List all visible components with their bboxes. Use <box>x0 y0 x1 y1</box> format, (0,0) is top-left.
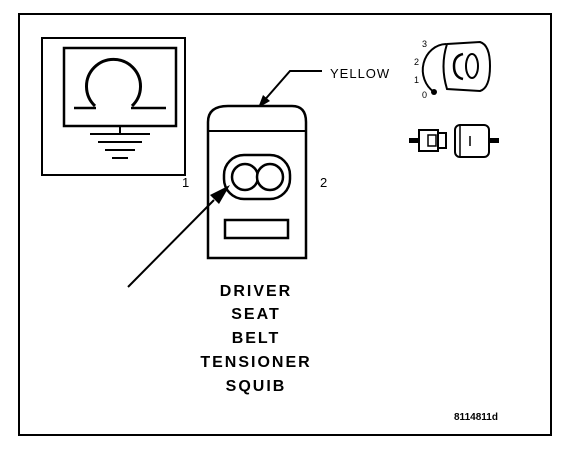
connector-icon <box>409 124 499 158</box>
pin-2-label: 2 <box>320 175 327 190</box>
resistance-meter-icon <box>41 37 186 176</box>
label-line-squib: SQUIB <box>226 378 287 395</box>
yellow-wire-callout: YELLOW <box>258 66 390 108</box>
key-position-3: 3 <box>422 39 427 49</box>
key-position-1: 1 <box>414 75 419 85</box>
label-line-driver: DRIVER <box>220 283 292 300</box>
label-line-tensioner: TENSIONER <box>200 354 311 371</box>
figure-id: 8114811d <box>454 412 498 423</box>
label-line-belt: BELT <box>232 330 281 347</box>
squib-connector-icon <box>206 104 308 260</box>
component-label: DRIVER SEAT BELT TENSIONER SQUIB <box>200 283 311 395</box>
wire-color-label: YELLOW <box>330 66 390 81</box>
label-line-seat: SEAT <box>231 306 280 323</box>
pin-pointer-arrow <box>127 185 230 288</box>
ignition-key-icon: 3 2 1 0 <box>414 39 492 100</box>
key-position-2: 2 <box>414 57 419 67</box>
pin-1-label: 1 <box>182 175 189 190</box>
key-position-0: 0 <box>422 90 427 100</box>
